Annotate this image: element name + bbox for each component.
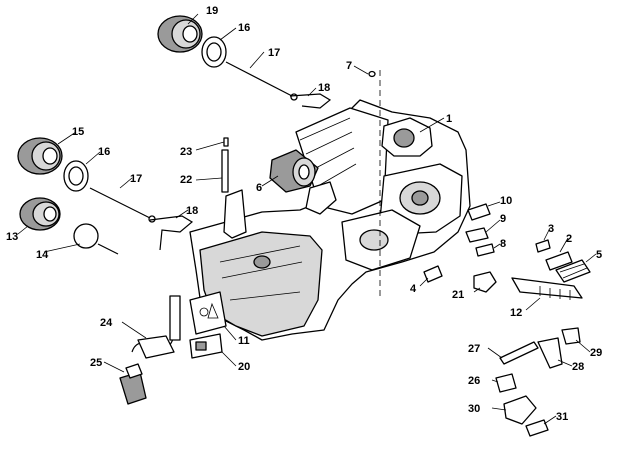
o-ring-14	[73, 223, 99, 249]
callout-3: 3	[548, 223, 554, 235]
bolt-2	[545, 251, 573, 271]
clip-18a	[289, 93, 332, 109]
nut-26	[495, 373, 517, 393]
warning-label-11	[189, 291, 227, 335]
callout-8: 8	[500, 238, 506, 250]
rod-17b	[89, 187, 156, 223]
leader-lines	[17, 13, 597, 425]
callout-16b: 16	[98, 146, 110, 158]
clip-29	[561, 327, 581, 345]
callout-12: 12	[510, 307, 522, 319]
callout-17a: 17	[268, 47, 280, 59]
callout-5: 5	[596, 249, 602, 261]
callout-28: 28	[572, 361, 584, 373]
fuel-filter-25	[119, 363, 147, 405]
rod-14-end	[97, 243, 119, 255]
ring-7	[368, 70, 376, 78]
decal-20	[189, 333, 223, 359]
rod-17a	[225, 61, 298, 101]
pin-23	[223, 137, 229, 147]
callout-13: 13	[6, 231, 18, 243]
callout-6: 6	[256, 182, 262, 194]
bearing-13	[19, 197, 61, 231]
bracket-28	[537, 337, 563, 369]
filter-6	[269, 149, 319, 193]
callout-31: 31	[556, 411, 568, 423]
callout-1: 1	[446, 113, 452, 125]
crankcase	[189, 70, 471, 341]
callout-18a: 18	[318, 82, 330, 94]
callout-25: 25	[90, 357, 102, 369]
oil-seal-16a	[201, 36, 227, 68]
callout-7: 7	[346, 60, 352, 72]
callout-17b: 17	[130, 173, 142, 185]
clamp-30	[503, 395, 537, 425]
callout-19: 19	[206, 5, 218, 17]
callout-14: 14	[36, 249, 49, 261]
fuel-hose-24	[131, 295, 181, 359]
pin-22	[221, 149, 229, 193]
callout-4: 4	[410, 283, 417, 295]
callout-2: 2	[566, 233, 572, 245]
screw-10	[467, 203, 491, 221]
oil-seal-19	[157, 15, 203, 53]
callout-11: 11	[238, 335, 250, 347]
stud-5	[555, 259, 591, 283]
screw-8	[475, 243, 495, 257]
screw-9	[465, 227, 489, 243]
callout-26: 26	[468, 375, 480, 387]
callout-15: 15	[72, 126, 84, 138]
bearing-15	[17, 137, 63, 175]
callout-22: 22	[180, 174, 192, 186]
callout-23: 23	[180, 146, 192, 158]
screw-31	[525, 419, 549, 437]
screw-3	[535, 239, 551, 253]
callout-16a: 16	[238, 22, 250, 34]
callout-24: 24	[100, 317, 113, 329]
stud-12	[511, 277, 583, 300]
clip-18b	[149, 215, 194, 251]
ring-16b	[63, 160, 89, 192]
callout-29: 29	[590, 347, 602, 359]
callout-30: 30	[468, 403, 480, 415]
cap-21	[473, 271, 497, 293]
callout-9: 9	[500, 213, 506, 225]
callout-27: 27	[468, 343, 480, 355]
callout-20: 20	[238, 361, 250, 373]
screw-4	[423, 265, 443, 283]
callout-labels: 19 16 17 18 7 1 6 23 22 15 16 17 18 13 1…	[6, 5, 602, 423]
callout-10: 10	[500, 195, 512, 207]
bolt-27	[499, 341, 539, 365]
callout-21: 21	[452, 289, 464, 301]
callout-18b: 18	[186, 205, 198, 217]
